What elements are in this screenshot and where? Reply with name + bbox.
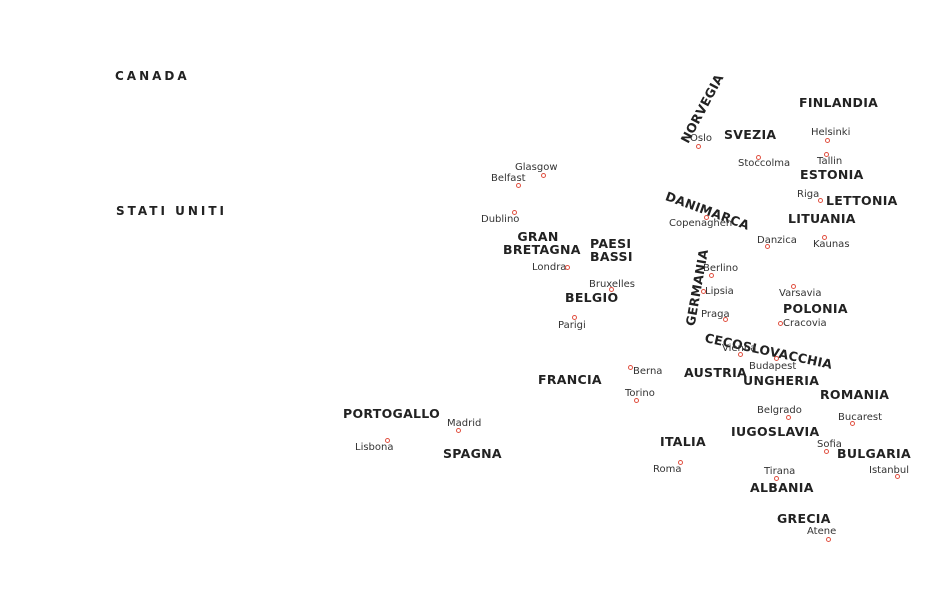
country-label-lettonia: LETTONIA — [826, 193, 898, 208]
country-label-austria: AUSTRIA — [684, 365, 748, 380]
city-marker-istanbul — [895, 474, 900, 479]
city-label-stoccolma: Stoccolma — [738, 158, 791, 169]
city-label-belgrado: Belgrado — [757, 405, 802, 416]
country-label-bulgaria: BULGARIA — [837, 446, 911, 461]
city-marker-glasgow — [541, 173, 546, 178]
city-label-londra: Londra — [532, 262, 567, 273]
city-label-berlino: Berlino — [703, 263, 739, 274]
city-label-tallin: Tallin — [817, 156, 843, 167]
country-label-lituania: LITUANIA — [788, 211, 856, 226]
city-marker-lipsia — [701, 289, 706, 294]
city-marker-copenaghen — [704, 215, 709, 220]
city-marker-madrid — [456, 428, 461, 433]
city-label-praga: Praga — [701, 309, 730, 320]
city-label-lipsia: Lipsia — [705, 286, 734, 297]
city-marker-berlino — [709, 273, 714, 278]
city-label-lisbona: Lisbona — [355, 442, 394, 453]
city-label-bucarest: Bucarest — [838, 412, 882, 423]
city-marker-riga — [818, 198, 823, 203]
country-label-gran-bretagna: GRAN BRETAGNA — [503, 229, 581, 257]
city-label-dublino: Dublino — [481, 214, 520, 225]
city-marker-vienna — [738, 352, 743, 357]
city-marker-stoccolma — [756, 155, 761, 160]
country-label-gran-bretagna-line2: BRETAGNA — [503, 242, 581, 257]
city-label-roma: Roma — [653, 464, 682, 475]
city-label-helsinki: Helsinki — [811, 127, 851, 138]
country-label-grecia: GRECIA — [777, 511, 831, 526]
city-marker-berna — [628, 365, 633, 370]
city-label-copenaghen: Copenaghen — [669, 218, 733, 229]
city-marker-torino — [634, 398, 639, 403]
city-label-riga: Riga — [797, 189, 820, 200]
city-marker-tirana — [774, 476, 779, 481]
city-marker-londra — [565, 265, 570, 270]
city-marker-bruxelles — [609, 287, 614, 292]
city-label-torino: Torino — [625, 388, 655, 399]
city-marker-danzica — [765, 244, 770, 249]
country-label-estonia: ESTONIA — [800, 167, 864, 182]
city-label-bruxelles: Bruxelles — [589, 279, 635, 290]
country-label-svezia: SVEZIA — [724, 127, 777, 142]
country-label-romania: ROMANIA — [820, 387, 890, 402]
country-label-paesi-bassi-line1: PAESI — [590, 236, 632, 251]
city-label-tirana: Tirana — [764, 466, 796, 477]
city-marker-roma — [678, 460, 683, 465]
city-marker-kaunas — [822, 235, 827, 240]
city-label-istanbul: Istanbul — [869, 465, 910, 476]
country-label-stati-uniti: STATI UNITI — [116, 204, 227, 218]
city-label-atene: Atene — [807, 526, 837, 537]
city-marker-oslo — [696, 144, 701, 149]
country-label-belgio: BELGIO — [565, 290, 619, 305]
city-marker-helsinki — [825, 138, 830, 143]
country-label-italia: ITALIA — [660, 434, 706, 449]
country-label-gran-bretagna-line1: GRAN — [517, 229, 559, 244]
country-label-iugoslavia: IUGOSLAVIA — [731, 424, 820, 439]
city-marker-atene — [826, 537, 831, 542]
city-label-cracovia: Cracovia — [783, 318, 827, 329]
city-marker-bucarest — [850, 421, 855, 426]
country-label-paesi-bassi: PAESI BASSI — [590, 236, 633, 264]
city-label-kaunas: Kaunas — [813, 239, 850, 250]
city-marker-praga — [723, 317, 728, 322]
city-marker-lisbona — [385, 438, 390, 443]
city-label-oslo: Oslo — [690, 133, 712, 144]
city-label-belfast: Belfast — [491, 173, 526, 184]
city-label-parigi: Parigi — [558, 320, 586, 331]
city-marker-budapest — [774, 356, 779, 361]
city-marker-dublino — [512, 210, 517, 215]
country-label-finlandia: FINLANDIA — [799, 95, 879, 110]
country-label-francia: FRANCIA — [538, 372, 602, 387]
country-label-canada: CANADA — [115, 69, 190, 83]
country-label-portogallo: PORTOGALLO — [343, 406, 441, 421]
city-label-vienna: Vienna — [722, 343, 757, 354]
city-marker-sofia — [824, 449, 829, 454]
city-marker-cracovia — [778, 321, 783, 326]
city-label-madrid: Madrid — [447, 418, 482, 429]
city-label-sofia: Sofia — [817, 439, 842, 450]
city-label-glasgow: Glasgow — [515, 162, 558, 173]
city-label-budapest: Budapest — [749, 361, 797, 372]
country-label-polonia: POLONIA — [783, 301, 848, 316]
country-label-ungheria: UNGHERIA — [743, 373, 820, 388]
city-marker-tallin — [824, 152, 829, 157]
city-marker-varsavia — [791, 284, 796, 289]
city-marker-belgrado — [786, 415, 791, 420]
city-marker-parigi — [572, 315, 577, 320]
city-label-varsavia: Varsavia — [779, 288, 822, 299]
country-label-albania: ALBANIA — [750, 480, 814, 495]
city-label-berna: Berna — [633, 366, 663, 377]
city-marker-belfast — [516, 183, 521, 188]
city-label-danzica: Danzica — [757, 235, 797, 246]
country-label-paesi-bassi-line2: BASSI — [590, 249, 633, 264]
country-label-spagna: SPAGNA — [443, 446, 502, 461]
